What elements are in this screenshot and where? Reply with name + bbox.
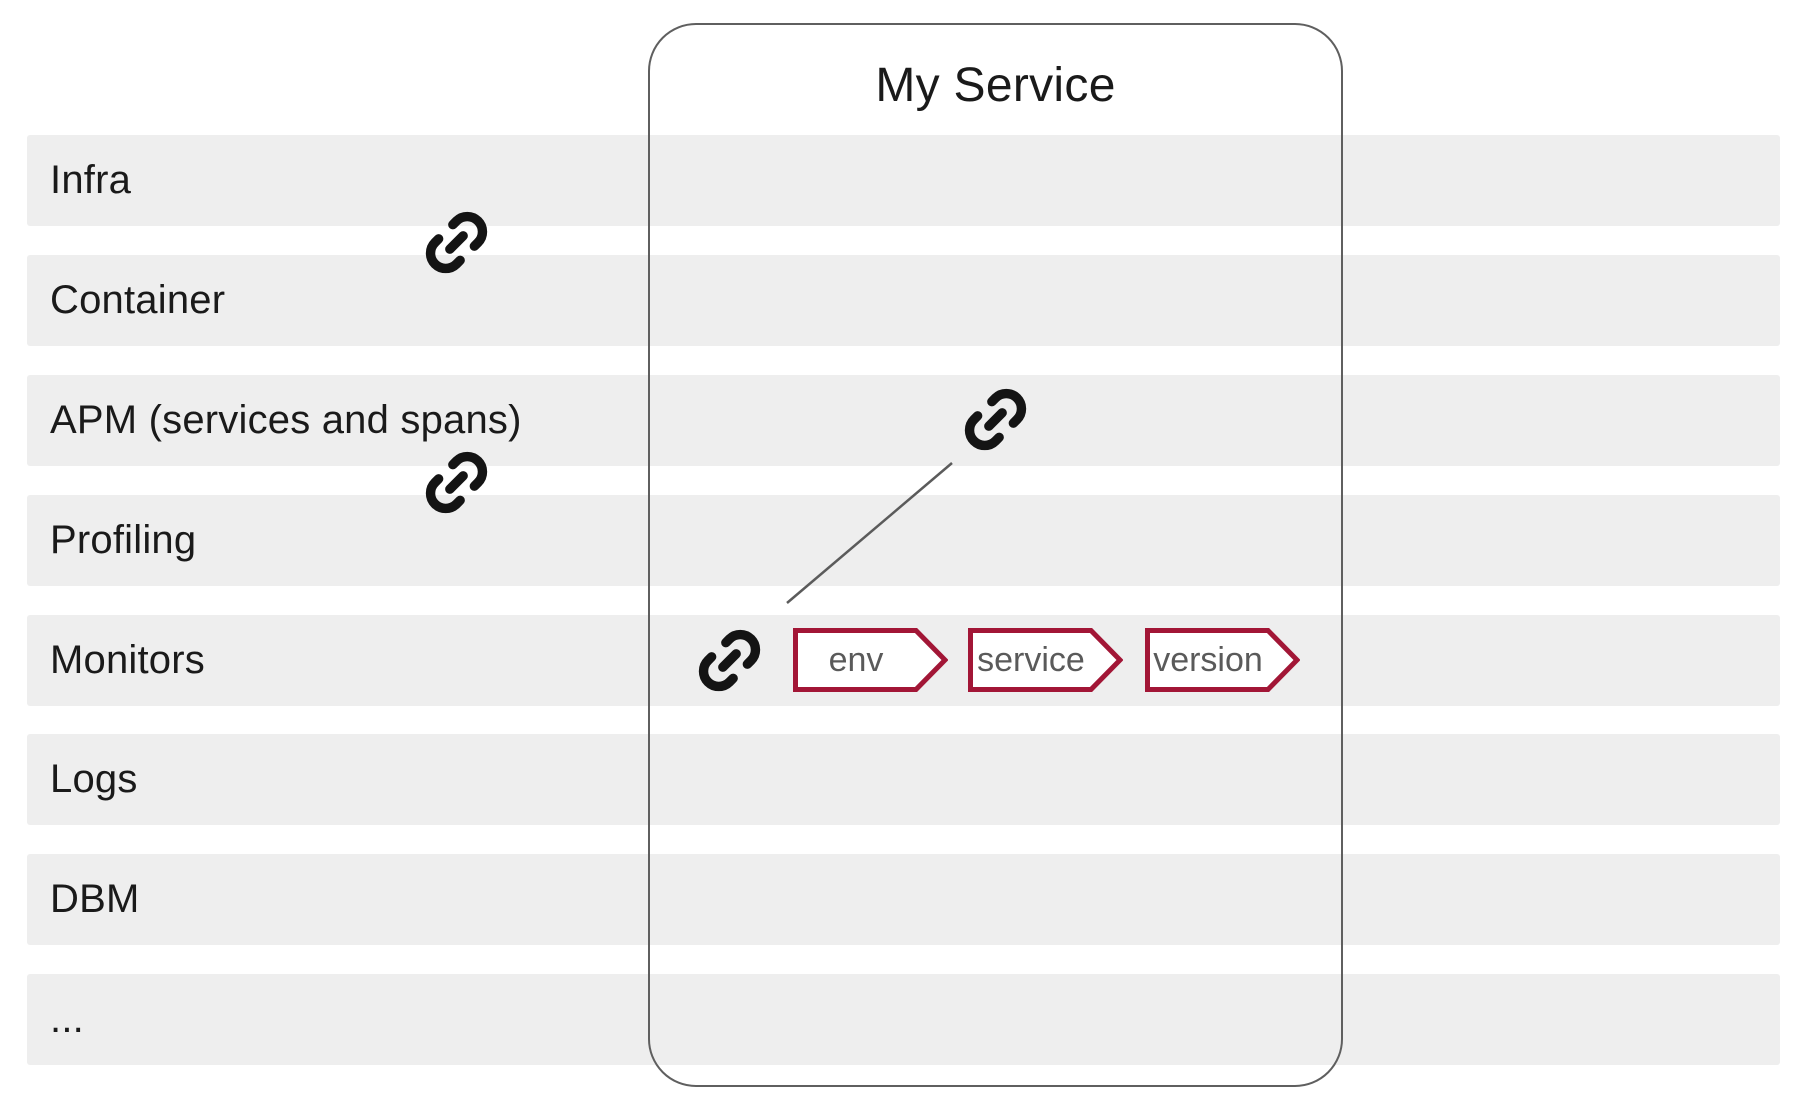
tag-env: env	[793, 628, 948, 692]
row-infra: Infra	[27, 135, 1780, 226]
row-label-dbm: DBM	[50, 877, 140, 921]
row-label-logs: Logs	[50, 757, 138, 801]
link-icon	[425, 451, 488, 514]
my-service-title: My Service	[875, 59, 1116, 112]
row-label-apm: APM (services and spans)	[50, 398, 522, 442]
tag-shape	[793, 628, 948, 692]
tag-env-label: env	[828, 640, 884, 679]
link-icon	[425, 211, 488, 274]
tag-service-label: service	[977, 640, 1085, 679]
link-icon	[698, 629, 761, 692]
tag-shape	[968, 628, 1123, 692]
tag-service: service	[968, 628, 1123, 692]
row-apm: APM (services and spans)	[27, 375, 1780, 466]
row-label-ellipsis: ...	[50, 997, 84, 1041]
row-dbm: DBM	[27, 854, 1780, 945]
row-container: Container	[27, 255, 1780, 346]
row-label-container: Container	[50, 278, 226, 322]
row-label-infra: Infra	[50, 158, 132, 202]
row-label-profiling: Profiling	[50, 518, 197, 562]
tag-version-label: version	[1153, 640, 1263, 679]
my-service-container	[648, 23, 1343, 1087]
row-logs: Logs	[27, 734, 1780, 825]
tag-shape	[1145, 628, 1300, 692]
tag-version: version	[1145, 628, 1300, 692]
row-ellipsis: ...	[27, 974, 1780, 1065]
row-label-monitors: Monitors	[50, 638, 205, 682]
link-icon	[964, 388, 1027, 451]
